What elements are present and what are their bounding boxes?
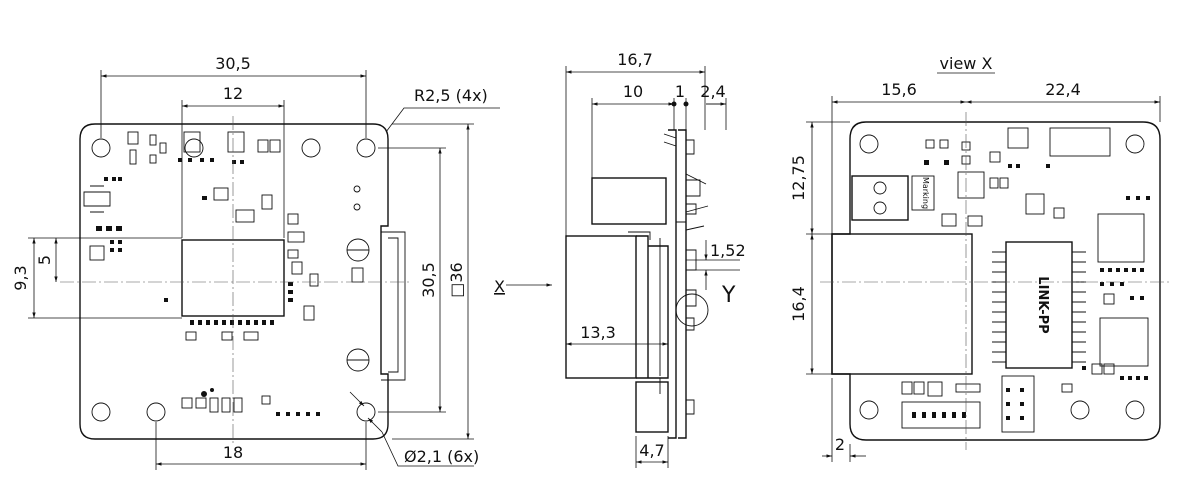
marking-chip [911, 175, 935, 211]
dim-2-label: 2 [835, 435, 845, 454]
dim-1-label: 1 [675, 82, 685, 101]
dim-5-label: 5 [35, 255, 54, 265]
dim-width-label: 30,5 [215, 54, 251, 73]
dim-2-4-label: 2,4 [700, 82, 725, 101]
front-view [28, 70, 500, 470]
view-x-arrow-label: X [494, 277, 505, 296]
dim-bottom-label: 18 [223, 443, 243, 462]
front-small-parts [96, 158, 320, 416]
dim-height-label: 30,5 [419, 262, 438, 298]
dim-1-52-label: 1,52 [710, 241, 746, 260]
front-components [83, 131, 319, 413]
side-dimensions [565, 66, 740, 468]
rear-board-outline [831, 121, 1161, 441]
front-center-lines [60, 116, 410, 446]
dim-16-4-label: 16,4 [789, 286, 808, 322]
connector-screws [346, 185, 370, 372]
transformer-label: LINK-PP [1035, 276, 1050, 333]
rear-bottom-connector [901, 401, 981, 429]
side-bottom-connector [635, 381, 669, 433]
detail-y-label: Y [721, 283, 736, 308]
front-side-connector [381, 231, 406, 381]
dim-inner-label: 12 [223, 84, 243, 103]
rear-small-parts [912, 160, 1150, 420]
detail-y-circle [675, 293, 709, 327]
side-connector-body [565, 235, 637, 379]
rear-dimensions [806, 72, 1161, 462]
dim-13-3-label: 13,3 [580, 323, 616, 342]
front-board-outline [79, 123, 389, 440]
side-view [506, 66, 740, 468]
dim-10-label: 10 [623, 82, 643, 101]
dim-square-label: □36 [447, 262, 466, 297]
dim-left-label: 15,6 [881, 80, 917, 99]
side-rj45-block [591, 177, 667, 225]
dim-right-label: 22,4 [1045, 80, 1081, 99]
side-board-stack [636, 129, 687, 439]
marking-label: Marking [921, 177, 930, 209]
rear-view [806, 72, 1170, 462]
mounting-holes-front [91, 138, 376, 422]
dim-12-75-label: 12,75 [789, 155, 808, 201]
front-dimensions [28, 70, 500, 470]
dim-total-label: 16,7 [617, 50, 653, 69]
rear-components [901, 127, 1149, 433]
rear-center-lines [820, 112, 1170, 450]
transformer-pins [992, 251, 1086, 363]
dim-9-3-label: 9,3 [11, 265, 30, 290]
dim-4-7-label: 4,7 [639, 441, 664, 460]
transformer-outline [1005, 241, 1073, 369]
side-pins [663, 133, 709, 231]
view-x-title: view X [940, 54, 993, 73]
hole-note: Ø2,1 (6x) [404, 447, 479, 466]
side-board-details [628, 139, 701, 415]
radius-note: R2,5 (4x) [414, 86, 488, 105]
mounting-holes-rear [859, 134, 1145, 420]
rear-rj45-block [831, 233, 973, 375]
rear-top-connector [1049, 127, 1111, 157]
dimension-labels: 30,5 12 R2,5 (4x) 9,3 5 30,5 □36 18 Ø2,1… [11, 50, 1081, 466]
terminal-block [851, 175, 909, 221]
